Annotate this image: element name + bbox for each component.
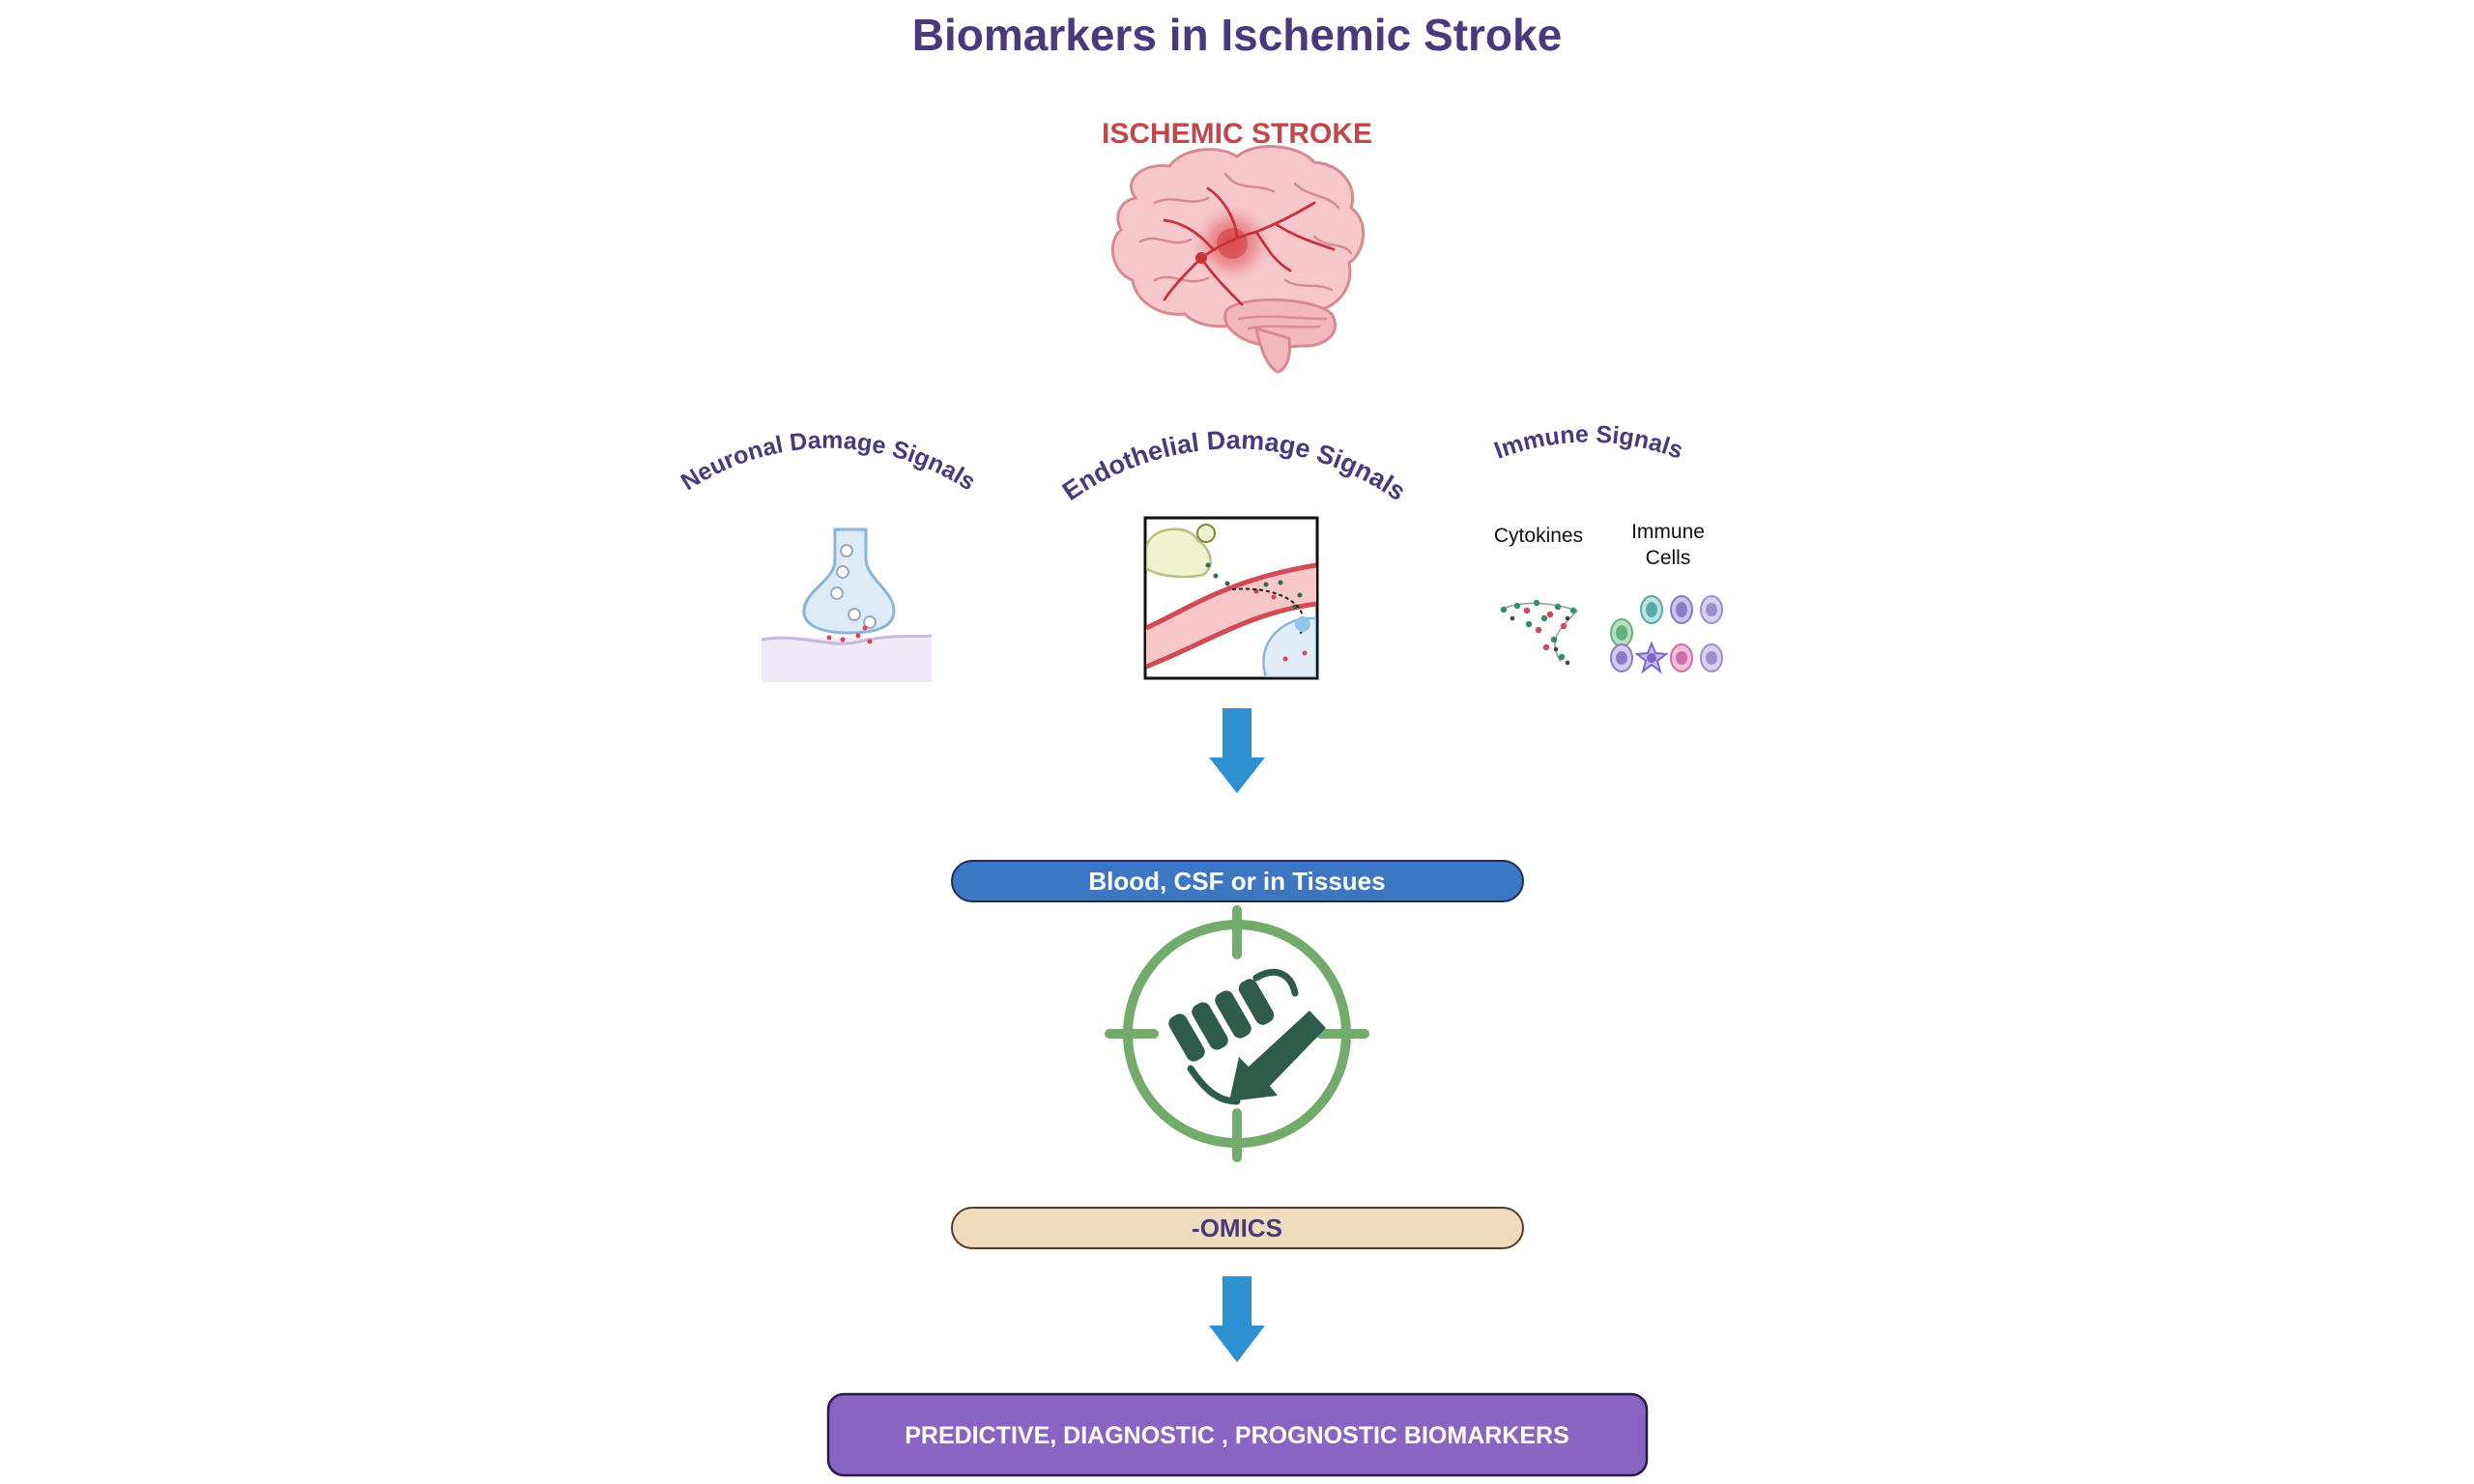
sample-source-box: Blood, CSF or in Tissues <box>951 860 1524 902</box>
sample-source-label: Blood, CSF or in Tissues <box>1088 867 1385 896</box>
blood-vessel-icon <box>1143 516 1319 680</box>
immune-signals-label: Immune Signals <box>1491 421 1687 465</box>
protein-icon <box>1168 969 1326 1105</box>
immune-cells-label-line1: Immune <box>1631 521 1705 543</box>
biomarker-result-label: PREDICTIVE, DIAGNOSTIC , PROGNOSTIC BIOM… <box>905 1422 1569 1449</box>
synapse-icon <box>761 528 933 682</box>
omics-box: -OMICS <box>951 1207 1524 1249</box>
neuronal-signals-label: Neuronal Damage Signals <box>676 427 981 497</box>
brain-icon <box>1111 145 1366 374</box>
down-arrow-icon <box>1209 708 1265 793</box>
biomarker-result-box: PREDICTIVE, DIAGNOSTIC , PROGNOSTIC BIOM… <box>826 1392 1649 1477</box>
immune-cells-icon <box>1610 595 1723 674</box>
immune-cells-label-line2: Cells <box>1646 547 1691 569</box>
endothelial-signals-label: Endothelial Damage Signals <box>1057 425 1411 506</box>
omics-label: -OMICS <box>1192 1213 1282 1242</box>
diagram-title: Biomarkers in Ischemic Stroke <box>912 10 1562 60</box>
target-icon <box>1105 905 1369 1162</box>
stroke-label: ISCHEMIC STROKE <box>1102 118 1372 150</box>
cytokine-icon <box>1500 599 1579 666</box>
down-arrow-icon <box>1209 1276 1265 1362</box>
cytokines-label: Cytokines <box>1494 525 1583 547</box>
